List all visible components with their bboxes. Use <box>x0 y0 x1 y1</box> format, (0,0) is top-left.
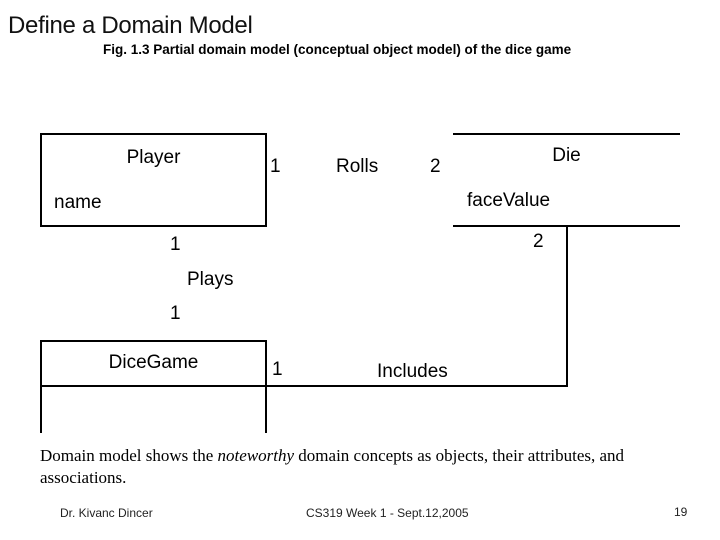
footer-course-info: CS319 Week 1 - Sept.12,2005 <box>306 506 469 520</box>
rolls-association-label: Rolls <box>336 156 379 177</box>
figure-caption: Fig. 1.3 Partial domain model (conceptua… <box>103 42 572 57</box>
die-attribute-label: faceValue <box>467 190 551 211</box>
die-dicegame-connector-line <box>566 225 568 387</box>
body-text-part1: Domain model shows the <box>40 446 218 465</box>
dicegame-class-box: DiceGame <box>40 340 267 433</box>
includes-die-multiplicity: 2 <box>533 231 544 252</box>
body-text-part2: domain concepts as objects, their attrib… <box>40 446 625 487</box>
slide-title: Define a Domain Model <box>8 12 253 39</box>
footer-author: Dr. Kivanc Dincer <box>60 506 153 520</box>
includes-dicegame-multiplicity: 1 <box>272 359 283 380</box>
player-class-box: Player name <box>40 133 267 227</box>
dicegame-attribute-compartment <box>42 387 265 433</box>
includes-association-line <box>266 385 568 387</box>
rolls-player-multiplicity: 1 <box>270 156 281 177</box>
dicegame-class-name-label: DiceGame <box>42 342 265 387</box>
player-attribute-label: name <box>54 192 102 213</box>
plays-association-label: Plays <box>187 269 234 290</box>
plays-dicegame-multiplicity: 1 <box>170 303 181 324</box>
plays-player-multiplicity: 1 <box>170 234 181 255</box>
rolls-die-multiplicity: 2 <box>430 156 441 177</box>
die-class-name-label: Die <box>552 145 581 166</box>
body-text-italic-word: noteworthy <box>217 446 295 465</box>
body-paragraph: Domain model shows the noteworthy domain… <box>40 445 680 488</box>
player-class-name-label: Player <box>126 147 181 168</box>
footer-page-number: 19 <box>674 505 688 519</box>
die-class-box: Die faceValue <box>453 133 680 227</box>
includes-association-label: Includes <box>377 361 448 382</box>
